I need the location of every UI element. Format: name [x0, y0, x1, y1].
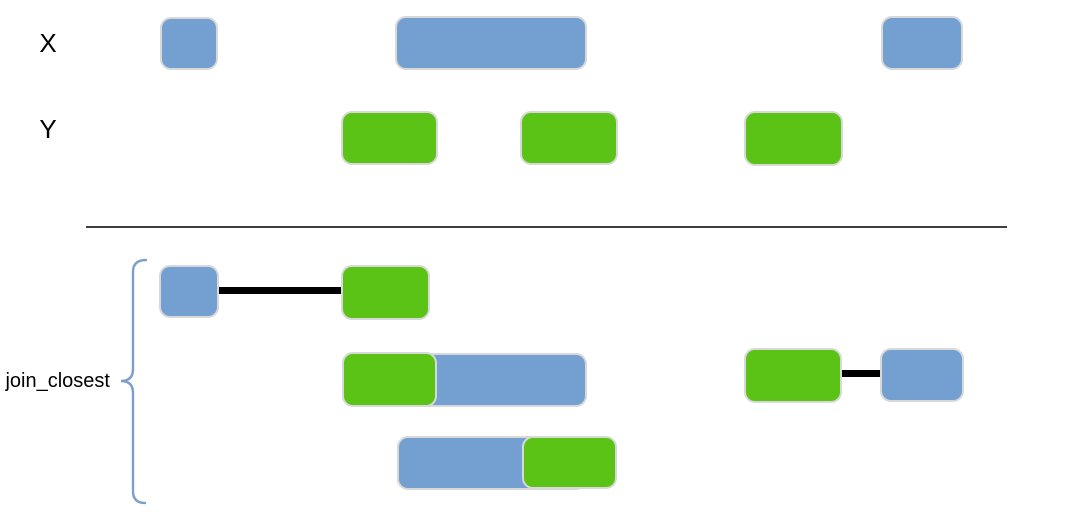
y-interval-box — [341, 111, 438, 165]
join-closest-label: join_closest — [5, 370, 110, 392]
y-interval-box — [342, 352, 437, 407]
y-interval-box — [520, 111, 618, 165]
connector-line — [842, 370, 880, 377]
track-y-label: Y — [39, 114, 57, 144]
connector-line — [219, 287, 341, 294]
x-interval-box — [881, 16, 963, 70]
y-interval-box — [744, 111, 843, 166]
x-interval-box — [160, 17, 218, 70]
y-interval-box — [522, 436, 617, 489]
x-interval-box — [880, 348, 964, 402]
track-x-label: X — [39, 28, 57, 58]
x-interval-box — [395, 16, 587, 70]
y-interval-box — [744, 348, 842, 403]
divider-line — [86, 226, 1007, 228]
curly-brace — [120, 258, 148, 505]
y-interval-box — [341, 265, 430, 320]
curly-brace-path — [120, 258, 148, 505]
x-interval-box — [159, 265, 219, 318]
